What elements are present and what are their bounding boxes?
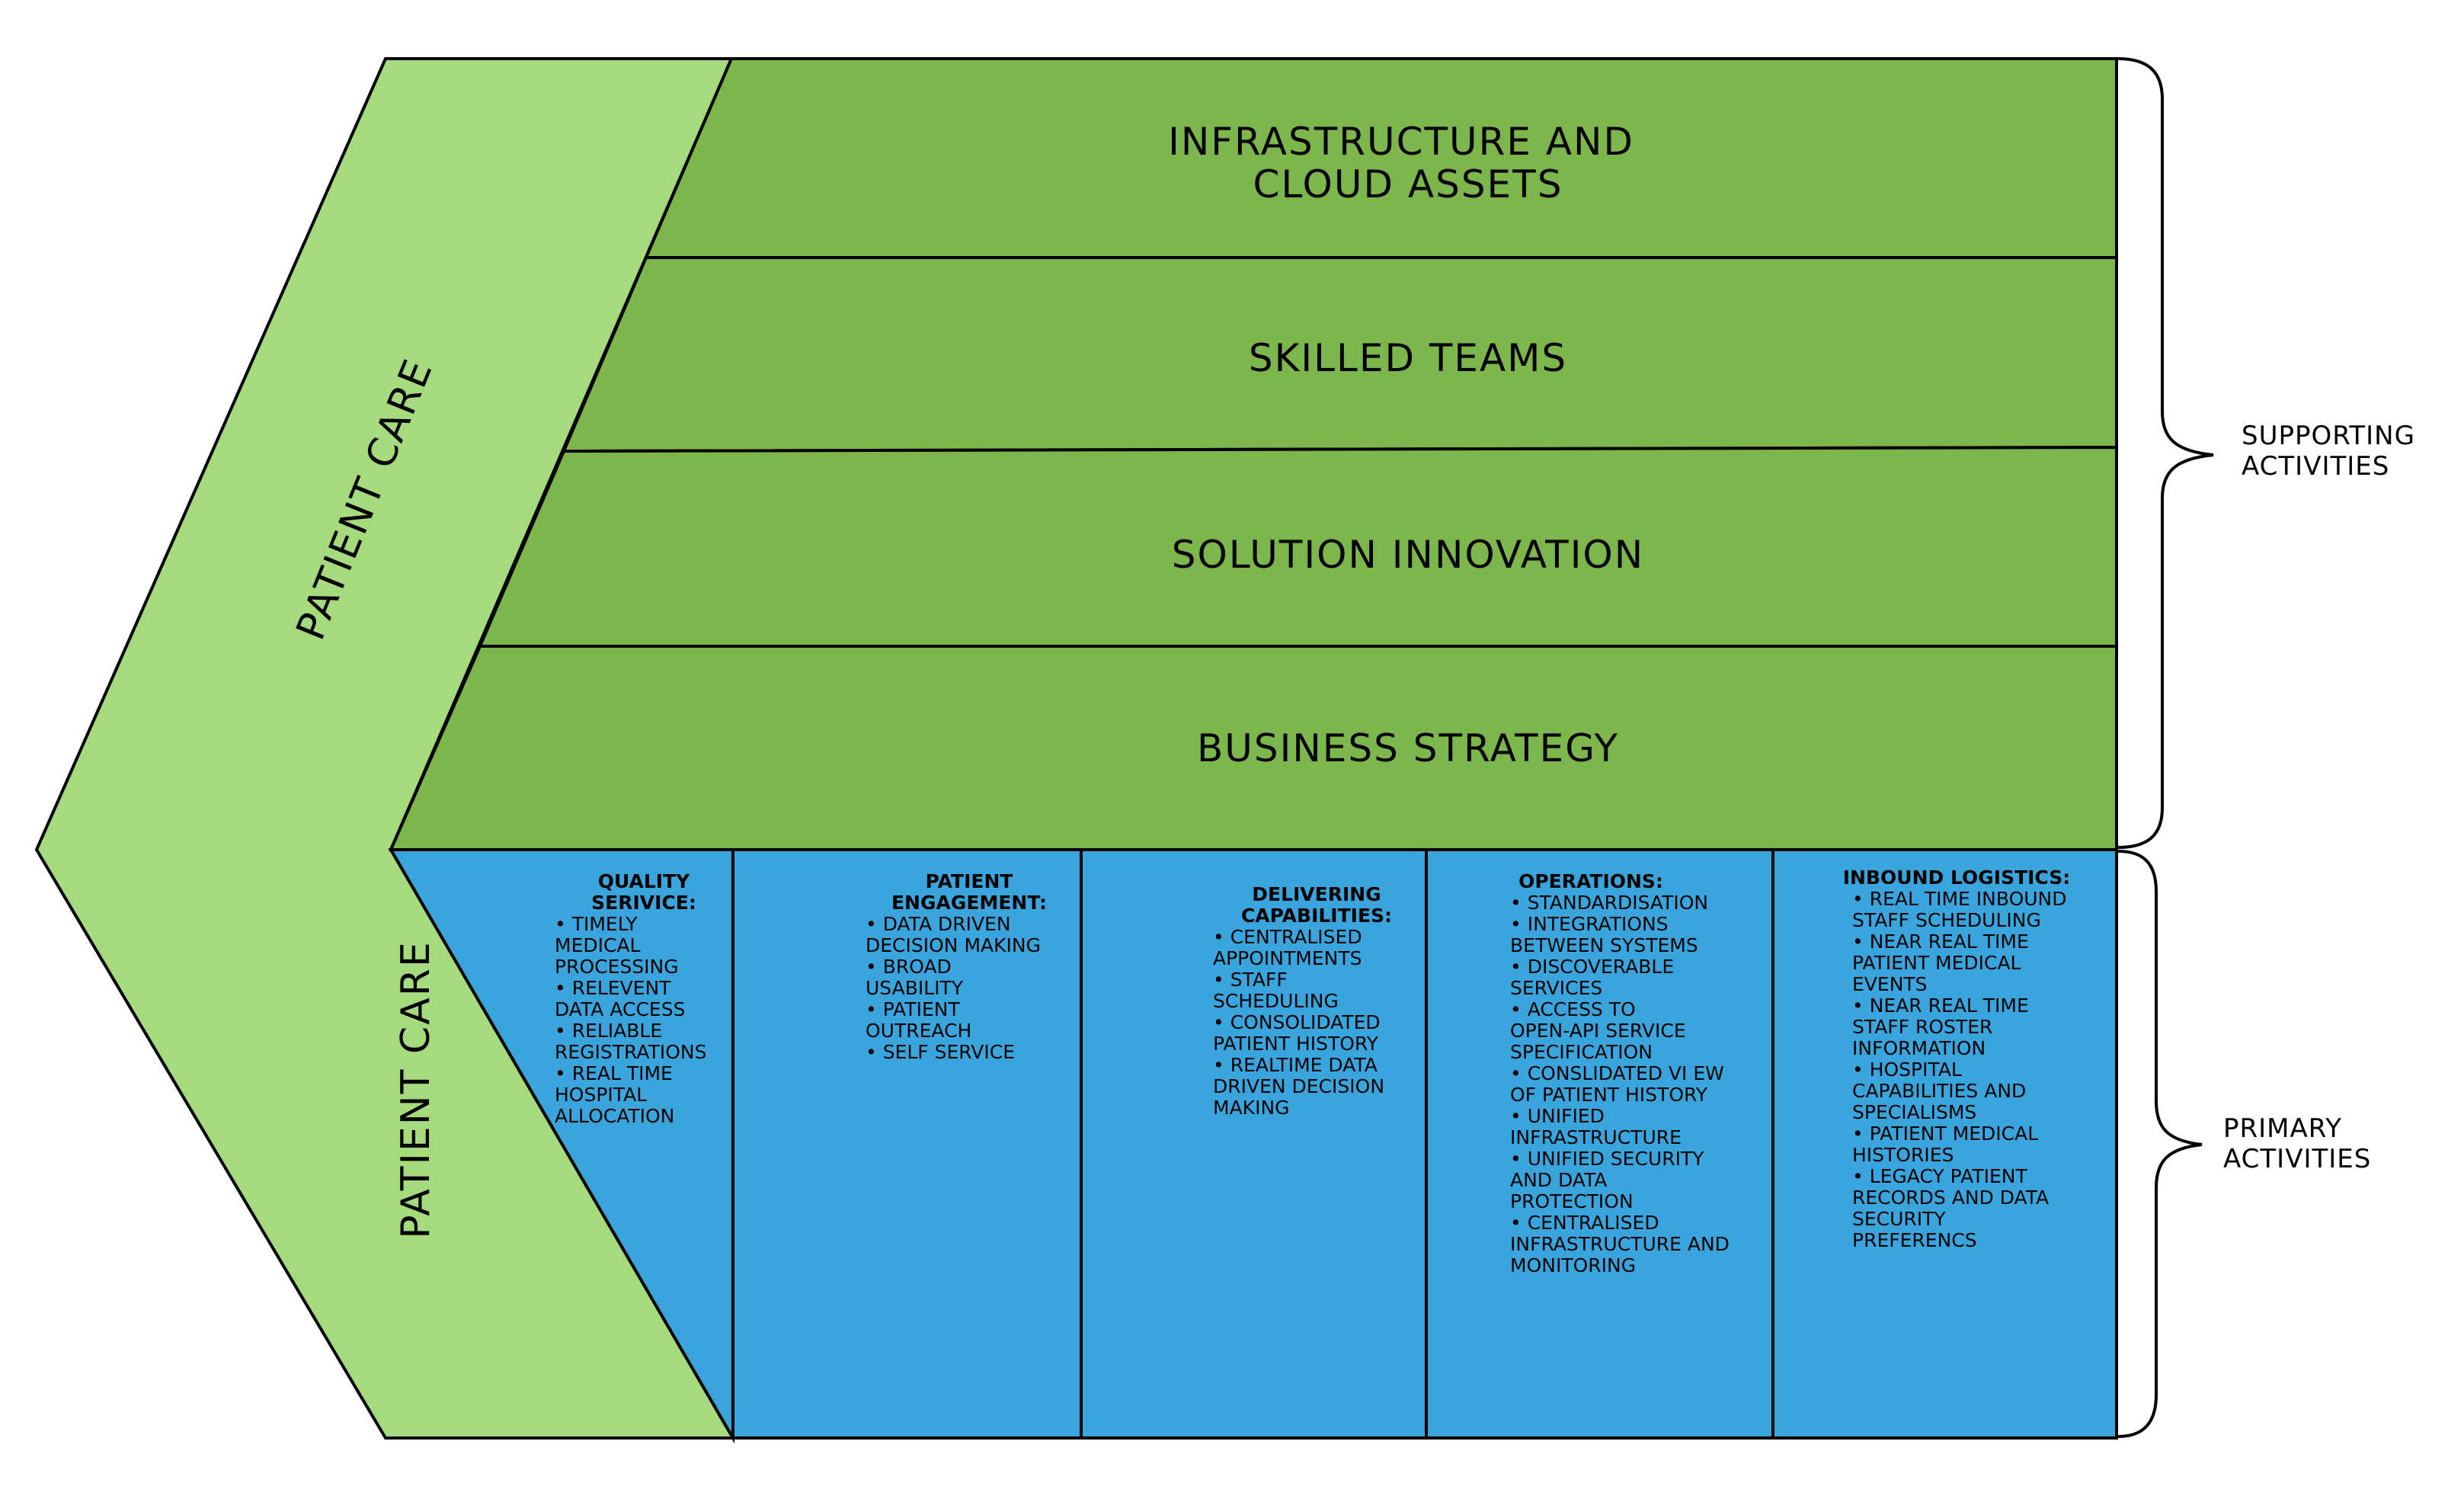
column-item-line: Specialisms: [1852, 1101, 1976, 1123]
column-item-line: Infrastructure: [1510, 1126, 1682, 1148]
column-item-line: Events: [1852, 973, 1928, 995]
column-item-line: Outreach: [866, 1020, 971, 1042]
band-label-teams: Skilled Teams: [1249, 336, 1567, 380]
column-item-line: Making: [1213, 1097, 1290, 1119]
side-label-bottom: Patient Care: [393, 940, 439, 1239]
column-item-line: Open-API Service: [1510, 1020, 1686, 1042]
primary-column-4: [1425, 848, 1774, 1440]
column-title-line: Inbound Logistics:: [1843, 866, 2071, 889]
column-title-line: Engagement:: [891, 892, 1047, 914]
column-title-line: Capabilities:: [1241, 905, 1392, 927]
column-item-line: • Hospital: [1852, 1058, 1962, 1081]
column-item-line: • Conslidated Vi ew: [1510, 1062, 1724, 1084]
column-item-line: • Consolidated: [1213, 1011, 1381, 1033]
column-item-line: Services: [1510, 977, 1602, 999]
column-title-line: Serivice:: [591, 892, 696, 914]
column-item-line: • Timely: [555, 913, 638, 935]
band-label-infrastructure: Infrastructure and Cloud Assets: [1168, 120, 1648, 207]
primary-column-2: [731, 848, 1083, 1440]
column-item-line: and Data: [1510, 1169, 1607, 1191]
band-label-strategy: Business Strategy: [1197, 726, 1619, 770]
column-item-line: Decision Making: [866, 934, 1041, 956]
column-item-line: Monitoring: [1510, 1254, 1636, 1276]
column-item-line: • Real Time Inbound: [1852, 888, 2067, 910]
supporting-activities-label: Supporting Activities: [2242, 421, 2424, 482]
column-item-line: • Near Real Time: [1852, 994, 2029, 1017]
column-item-line: • Broad: [866, 956, 952, 978]
column-title-line: Quality: [598, 870, 690, 892]
column-item-line: Information: [1852, 1037, 1986, 1059]
column-item-line: • Real Time: [555, 1062, 673, 1084]
column-item-line: Patient Medical: [1852, 952, 2021, 974]
column-title-line: Delivering: [1252, 883, 1381, 905]
column-item-line: • Legacy Patient: [1852, 1165, 2027, 1187]
column-item-line: • Near Real Time: [1852, 930, 2029, 953]
column-item-line: Preferencs: [1852, 1229, 1977, 1251]
column-item-line: • Patient Medical: [1852, 1123, 2038, 1145]
column-item-line: Appointments: [1213, 947, 1362, 969]
column-item-line: • Standardisation: [1510, 892, 1708, 914]
column-item-line: Staff Scheduling: [1852, 909, 2041, 931]
column-item-line: • Data Driven: [866, 913, 1011, 935]
column-item-line: Infrastructure and: [1510, 1233, 1730, 1255]
column-item-line: Histories: [1852, 1144, 1954, 1166]
column-text-operations: Operations:• Standardisation• Integratio…: [1510, 870, 1730, 1276]
column-item-line: • Self Service: [866, 1041, 1015, 1063]
column-item-line: Medical: [555, 934, 641, 956]
column-item-line: • Staff: [1213, 969, 1288, 991]
column-item-line: • Unified: [1510, 1105, 1605, 1127]
column-item-line: Scheduling: [1213, 990, 1339, 1012]
column-item-line: • Realtime Data: [1213, 1054, 1378, 1076]
column-item-line: • Reliable: [555, 1020, 662, 1042]
primary-activities-label: Primary Activities: [2223, 1113, 2371, 1174]
primary-column-5: [1771, 848, 2118, 1440]
column-item-line: Security: [1852, 1208, 1946, 1230]
column-item-line: Data Access: [555, 998, 685, 1020]
column-title-line: Patient: [926, 870, 1013, 892]
band-label-innovation: Solution Innovation: [1172, 533, 1644, 577]
column-item-line: Hospital: [555, 1084, 647, 1106]
column-item-line: Patient History: [1213, 1033, 1379, 1055]
column-item-line: Capabilities and: [1852, 1080, 2026, 1102]
column-item-line: Allocation: [555, 1105, 674, 1127]
column-item-line: • Integrations: [1510, 913, 1669, 935]
column-item-line: Records and Data: [1852, 1187, 2049, 1209]
column-item-line: • Patient: [866, 998, 960, 1020]
column-item-line: Registrations: [555, 1041, 706, 1063]
column-item-line: Processing: [555, 956, 679, 978]
column-item-line: Staff Roster: [1852, 1016, 1992, 1038]
column-item-line: • Centralised: [1510, 1212, 1659, 1234]
column-title-line: Operations:: [1518, 870, 1663, 892]
column-item-line: Between Systems: [1510, 934, 1698, 956]
column-item-line: • Relevent: [555, 977, 671, 999]
column-item-line: • Access to: [1510, 998, 1636, 1020]
column-item-line: Driven Decision: [1213, 1075, 1384, 1097]
column-item-line: • Unified Security: [1510, 1148, 1704, 1170]
brace-primary: [2117, 850, 2203, 1438]
column-item-line: Specification: [1510, 1041, 1653, 1063]
column-item-line: • Centralised: [1213, 926, 1362, 948]
column-item-line: • Discoverable: [1510, 956, 1674, 978]
column-item-line: Protection: [1510, 1190, 1634, 1212]
column-item-line: Usability: [866, 977, 964, 999]
brace-supporting: [2117, 57, 2214, 849]
column-item-line: of Patient History: [1510, 1084, 1708, 1106]
